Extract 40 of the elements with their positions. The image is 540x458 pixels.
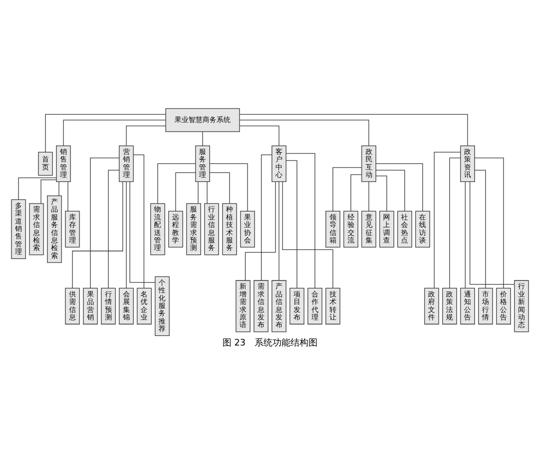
connector [368,180,370,211]
connector [278,180,280,280]
connector [209,172,230,204]
connector [157,162,196,204]
connector [18,177,57,200]
connector [244,181,276,280]
connector [202,130,203,146]
connector [40,178,57,204]
connector [133,154,144,288]
connector [376,162,423,211]
connector [286,152,316,288]
connector [376,169,406,211]
connector [350,174,362,211]
connector [282,180,334,288]
connector [210,162,248,211]
connector [239,119,370,146]
connector [239,125,280,146]
connector [206,180,208,204]
connector [261,154,272,280]
connector [108,169,120,288]
connector [474,169,486,288]
connector [175,172,196,211]
connector [239,114,468,146]
connector [449,157,461,288]
connector [130,180,156,282]
connector [126,125,166,146]
connector [332,166,362,212]
connector [45,114,166,152]
connector [470,180,515,284]
connector [126,180,127,288]
connector [474,157,504,288]
connector [286,160,298,288]
connector [72,181,124,288]
connector [58,180,60,196]
connector [63,119,166,146]
connector [90,157,120,288]
caption: 图 23 系统功能结构图 [222,338,318,348]
connector [464,180,466,288]
connector [434,151,461,288]
connector [376,175,388,211]
